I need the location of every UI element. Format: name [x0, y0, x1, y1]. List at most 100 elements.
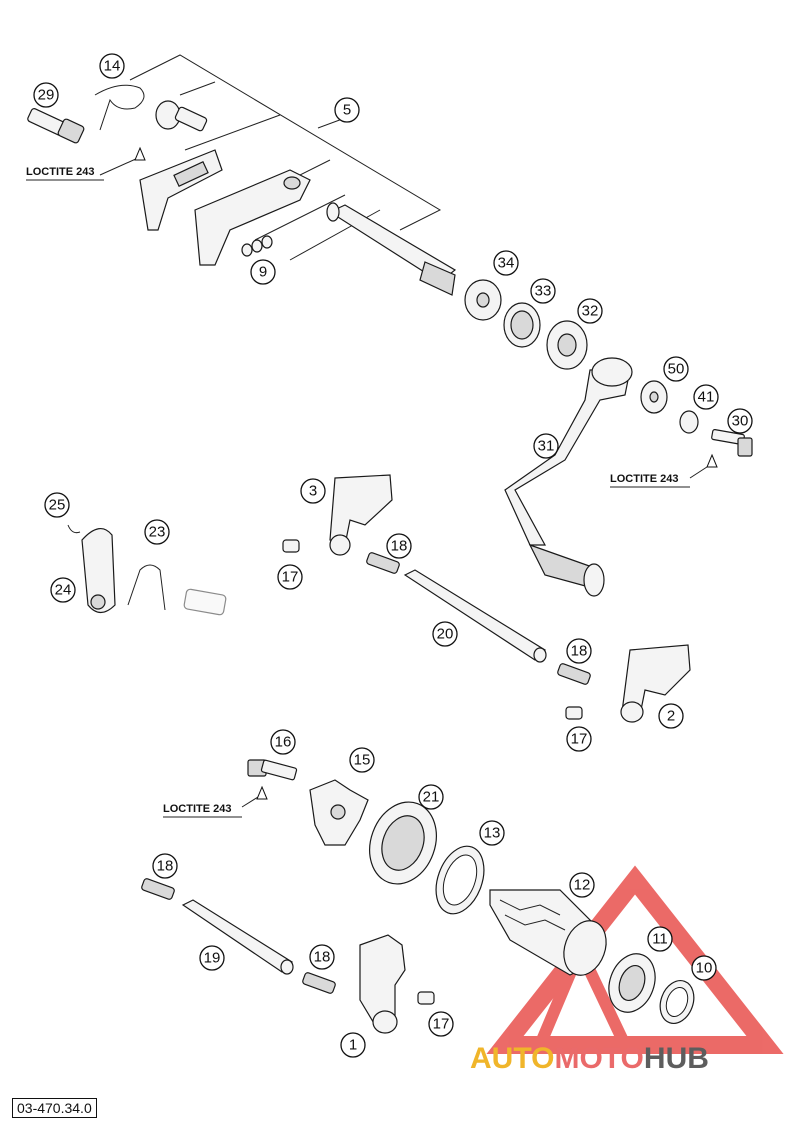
pin-17-c	[417, 991, 435, 1005]
lock-washer-41	[679, 410, 699, 434]
callout-11: 11	[647, 926, 673, 952]
loctite-label-3: LOCTITE 243	[163, 803, 242, 818]
svg-text:32: 32	[582, 303, 599, 320]
callout-2: 2	[658, 703, 684, 729]
shift-cam-15	[309, 779, 369, 846]
callout-20: 20	[432, 621, 458, 647]
fork-rail-20	[403, 569, 547, 663]
svg-text:3: 3	[309, 483, 317, 500]
pin-17-b	[565, 706, 583, 720]
svg-text:20: 20	[437, 626, 454, 643]
loctite-label-2: LOCTITE 243	[610, 473, 690, 488]
pin-17-a	[282, 539, 300, 553]
spring-18-a	[366, 552, 400, 574]
svg-text:17: 17	[433, 1016, 450, 1033]
shift-shaft	[326, 202, 457, 296]
svg-text:23: 23	[149, 524, 166, 541]
svg-text:33: 33	[535, 283, 552, 300]
callout-41: 41	[693, 384, 719, 410]
svg-text:18: 18	[391, 538, 408, 555]
svg-text:50: 50	[668, 361, 685, 378]
leader-lines-group-5	[129, 54, 442, 261]
callout-10: 10	[691, 955, 717, 981]
callout-18-a: 18	[386, 533, 412, 559]
svg-text:15: 15	[354, 752, 371, 769]
callout-31: 31	[533, 433, 559, 459]
svg-text:9: 9	[259, 264, 267, 281]
svg-text:18: 18	[314, 949, 331, 966]
callout-17-a: 17	[277, 564, 303, 590]
washers-9	[241, 235, 273, 257]
svg-text:2: 2	[667, 708, 675, 725]
svg-text:25: 25	[49, 497, 66, 514]
callout-18-d: 18	[309, 944, 335, 970]
loctite-label-1: LOCTITE 243	[26, 166, 104, 181]
svg-text:34: 34	[498, 255, 515, 272]
loctite-text-3: LOCTITE 243	[163, 803, 231, 815]
fork-rail-19	[181, 899, 294, 975]
watermark-text: AUTOMOTOHUB	[470, 1042, 800, 1076]
bearing-11	[608, 953, 656, 1013]
svg-text:5: 5	[343, 102, 351, 119]
washer-34	[464, 279, 502, 321]
callout-23: 23	[144, 519, 170, 545]
svg-text:19: 19	[204, 950, 221, 967]
needle-bearing-33	[503, 302, 541, 348]
watermark-part-3: HUB	[643, 1042, 709, 1075]
svg-text:24: 24	[55, 582, 72, 599]
callout-32: 32	[577, 298, 603, 324]
watermark-part-1: AUTO	[470, 1042, 555, 1075]
shift-fork-2	[620, 644, 691, 723]
svg-text:17: 17	[282, 569, 299, 586]
svg-text:1: 1	[349, 1037, 357, 1054]
svg-text:18: 18	[571, 643, 588, 660]
svg-text:30: 30	[732, 413, 749, 430]
shift-lever-plate-1	[139, 149, 223, 231]
callout-15: 15	[349, 747, 375, 773]
callout-17-c: 17	[428, 1011, 454, 1037]
bolt-30	[711, 429, 753, 457]
callout-34: 34	[493, 250, 519, 276]
callout-24: 24	[50, 577, 76, 603]
callout-50: 50	[663, 356, 689, 382]
callout-9: 9	[250, 259, 276, 285]
spring-18-c	[141, 878, 175, 900]
svg-text:41: 41	[698, 389, 715, 406]
callout-13: 13	[479, 820, 505, 846]
shift-drum-12	[489, 889, 607, 976]
bearing-21	[369, 801, 437, 885]
bolt-16	[247, 759, 298, 781]
svg-text:10: 10	[696, 960, 713, 977]
shim-13	[435, 845, 485, 915]
callout-12: 12	[569, 872, 595, 898]
stud-bolt-29	[27, 108, 85, 144]
callout-3: 3	[300, 478, 326, 504]
callout-18-b: 18	[566, 638, 592, 664]
svg-text:17: 17	[571, 731, 588, 748]
foot-shift-lever-31	[504, 357, 633, 597]
callout-33: 33	[530, 278, 556, 304]
callout-30: 30	[727, 408, 753, 434]
svg-text:21: 21	[423, 789, 440, 806]
svg-text:31: 31	[538, 438, 555, 455]
seal-ring-32	[546, 320, 588, 370]
callout-18-c: 18	[152, 853, 178, 879]
torsion-spring-23	[127, 564, 166, 611]
svg-text:11: 11	[652, 931, 668, 948]
stud-with-roller	[155, 100, 208, 132]
callout-14: 14	[99, 53, 125, 79]
callout-1: 1	[340, 1032, 366, 1058]
watermark-part-2: MOTO	[554, 1042, 644, 1075]
shift-fork-1	[359, 934, 406, 1034]
callout-21: 21	[418, 784, 444, 810]
svg-text:29: 29	[38, 87, 55, 104]
document-number: 03-470.34.0	[12, 1098, 97, 1118]
svg-text:18: 18	[157, 858, 174, 875]
callout-16: 16	[270, 729, 296, 755]
callout-25: 25	[44, 492, 70, 518]
loctite-text-2: LOCTITE 243	[610, 473, 678, 485]
svg-text:12: 12	[574, 877, 591, 894]
spring-clip-14	[94, 84, 145, 131]
washer-50	[640, 380, 668, 414]
